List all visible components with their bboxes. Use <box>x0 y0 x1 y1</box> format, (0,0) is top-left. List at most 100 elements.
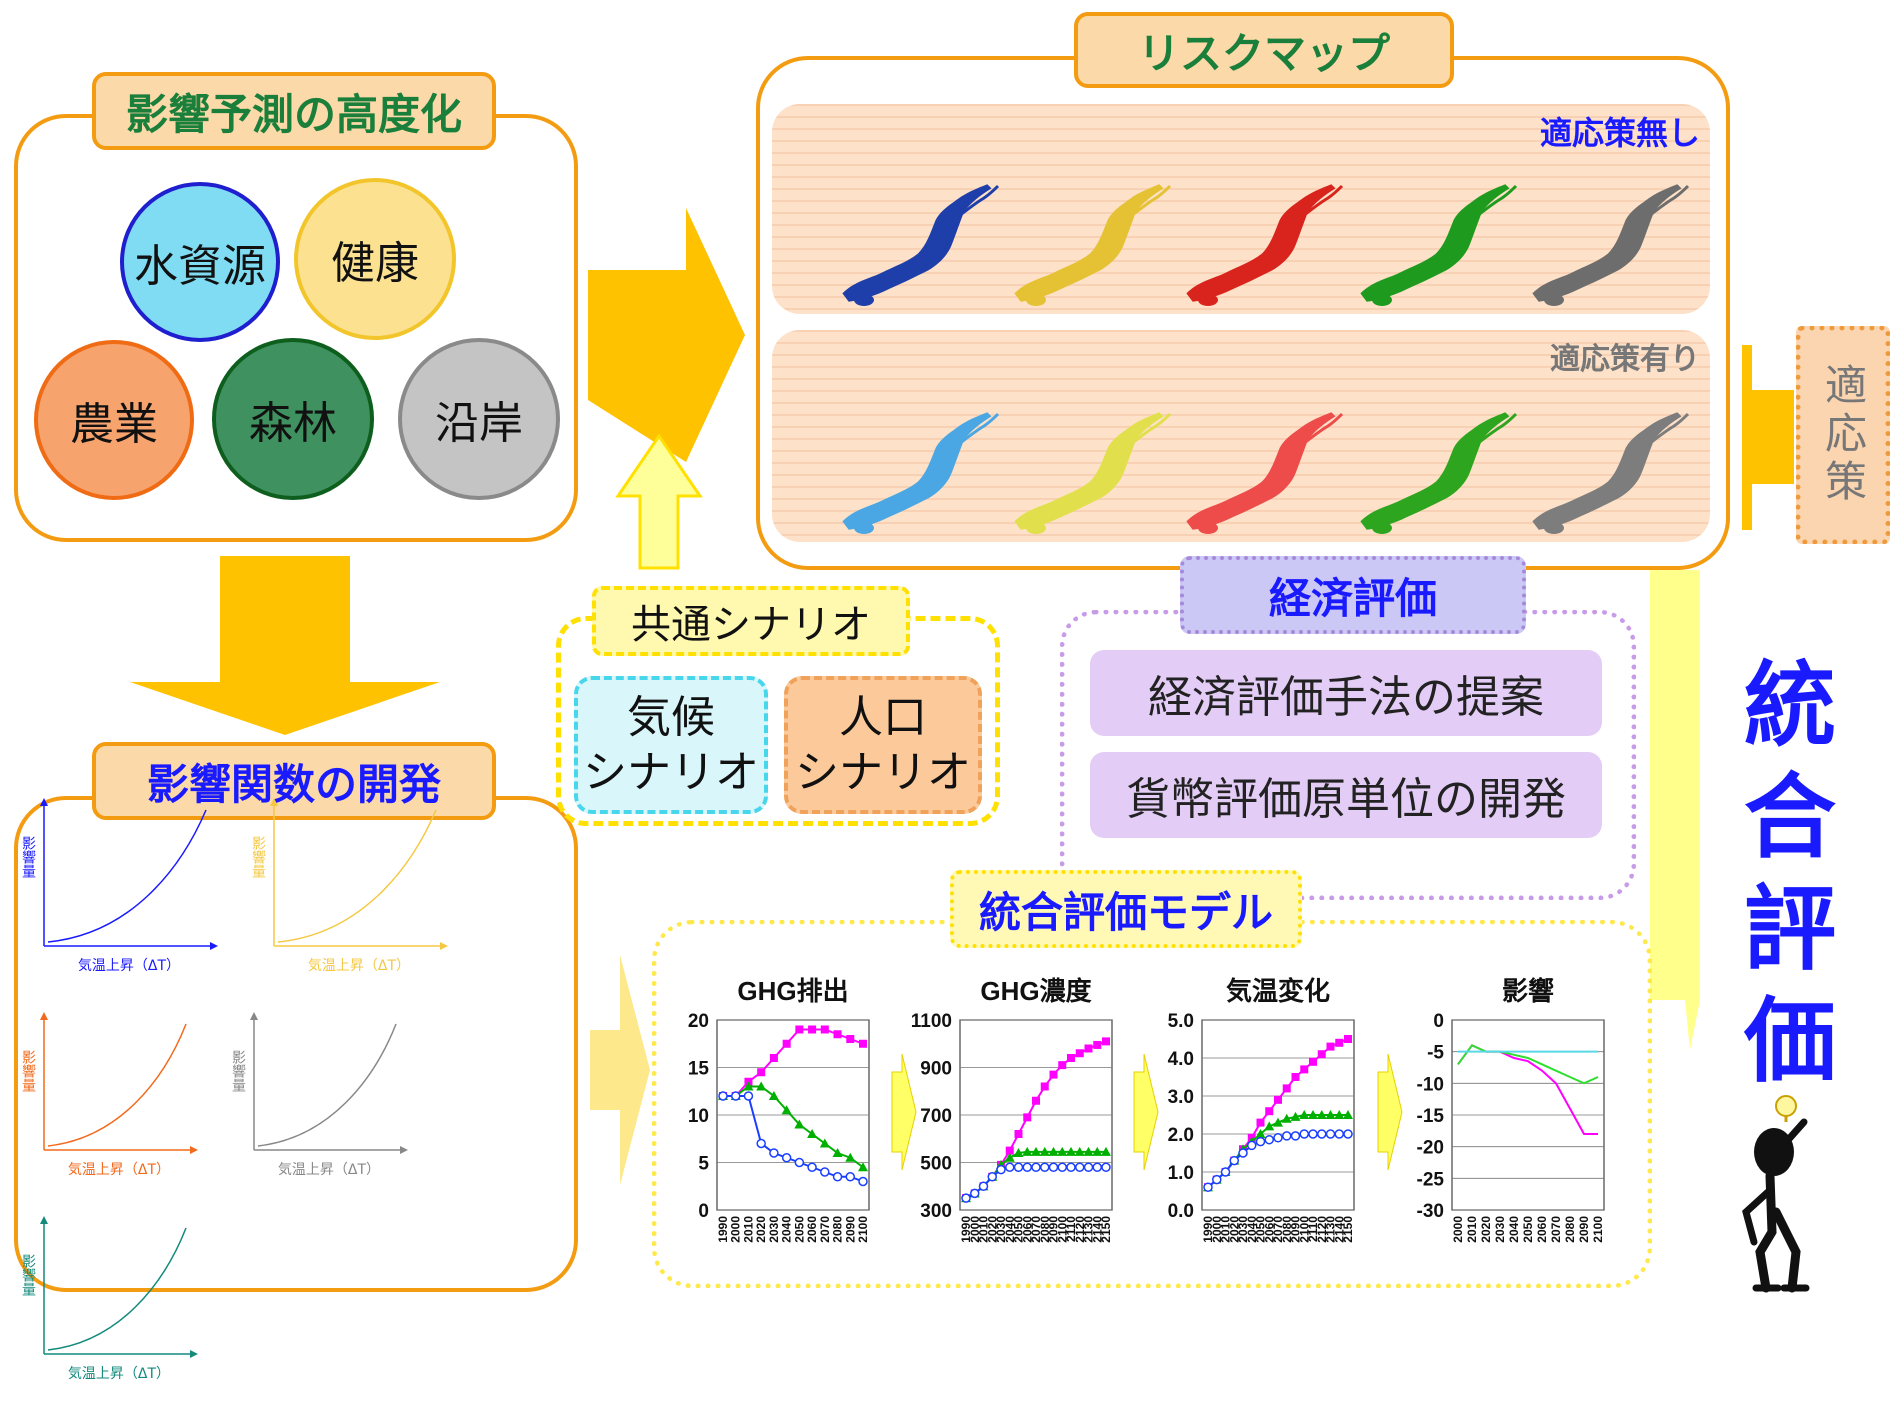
data-point <box>1013 1162 1024 1172</box>
sector-agriculture: 農業 <box>34 340 194 500</box>
model-chart-ytick: 5.0 <box>1168 1011 1194 1032</box>
impact-function-plots: 影響量気温上昇（ΔT）影響量気温上昇（ΔT）影響量気温上昇（ΔT）影響量気温上昇… <box>14 796 578 1382</box>
model-chart-xtick: 2060 <box>805 1216 819 1243</box>
model-chart-xtick: 2030 <box>994 1216 1008 1243</box>
model-chart-1: GHG排出05101520199020002010202020302040205… <box>688 976 870 1243</box>
model-chart-title: 気温変化 <box>1226 976 1330 1006</box>
data-point <box>1203 1182 1213 1192</box>
model-chart-xtick: 2000 <box>968 1216 982 1243</box>
sector-coast-label: 沿岸 <box>435 398 523 449</box>
adaptation-label: 適応策 <box>1818 363 1868 507</box>
data-point <box>1031 1146 1041 1156</box>
integrated-model-title: 統合評価モデル <box>950 870 1302 948</box>
model-chart-ytick: -15 <box>1417 1106 1445 1127</box>
data-point <box>1335 1038 1344 1047</box>
data-point <box>1067 1054 1075 1062</box>
left-arrow <box>1742 345 1794 530</box>
data-point <box>1032 1096 1040 1105</box>
sector-coast: 沿岸 <box>398 338 560 500</box>
data-point <box>743 1081 754 1091</box>
integrated-eval-char-3: 評 <box>1743 876 1836 983</box>
model-chart-xtick: 2000 <box>1210 1216 1224 1243</box>
model-chart-xtick: 2040 <box>1003 1216 1017 1243</box>
data-point <box>1101 1162 1111 1172</box>
data-point <box>1247 1140 1257 1151</box>
data-point <box>756 1081 767 1091</box>
data-point <box>970 1188 980 1199</box>
impact-function-xlabel: 気温上昇（ΔT） <box>68 1162 170 1178</box>
impact-function-ylabel: 影響量 <box>250 836 266 878</box>
model-chart-xtick: 1990 <box>959 1216 973 1243</box>
risk-map-title: リスクマップ <box>1074 12 1454 88</box>
model-chart-ytick: 3.0 <box>1168 1087 1194 1108</box>
model-chart-xtick: 1990 <box>716 1216 730 1243</box>
data-point <box>1299 1110 1310 1119</box>
data-point <box>1093 1040 1102 1049</box>
model-chart-ytick: 1.0 <box>1168 1163 1194 1184</box>
model-chart-xtick: 2130 <box>1082 1216 1096 1243</box>
model-chart-ytick: -25 <box>1417 1169 1445 1190</box>
model-chart-xtick: 2030 <box>767 1216 781 1243</box>
up-arrow <box>615 433 703 570</box>
model-chart-ytick: 4.0 <box>1168 1049 1194 1070</box>
climate-scenario-line1: 気候 <box>627 692 715 743</box>
impact-function-xlabel: 気温上昇（ΔT） <box>308 958 410 974</box>
model-chart-xtick: 2040 <box>780 1216 794 1243</box>
model-chart-xtick: 2070 <box>1029 1216 1043 1243</box>
impact-function-panel <box>14 796 578 1292</box>
model-chart-xtick: 2020 <box>985 1216 999 1243</box>
data-point <box>1212 1174 1222 1185</box>
no-adaptation-label: 適応策無し <box>1539 114 1700 152</box>
impact-function-xlabel: 気温上昇（ΔT） <box>68 1366 170 1382</box>
data-point <box>1040 1082 1049 1091</box>
chart-connector-arrow-1 <box>891 1053 917 1171</box>
model-chart-xtick: 2050 <box>792 1216 806 1243</box>
data-point <box>1273 1133 1283 1143</box>
model-chart-xtick: 2060 <box>1535 1216 1549 1243</box>
data-point <box>1101 1146 1111 1156</box>
sector-water: 水資源 <box>120 182 280 342</box>
model-chart-2: GHG濃度30050070090011001990200020102020203… <box>911 976 1113 1243</box>
data-point <box>1220 1167 1231 1177</box>
model-chart-ytick: 500 <box>920 1154 952 1175</box>
model-chart-xtick: 2100 <box>1591 1216 1605 1243</box>
data-point <box>1291 1073 1300 1081</box>
model-chart-ytick: -5 <box>1427 1043 1444 1064</box>
data-point <box>858 1162 868 1172</box>
model-chart-xtick: 2140 <box>1090 1216 1104 1243</box>
model-chart-xtick: 2070 <box>1271 1216 1285 1243</box>
sector-health-label: 健康 <box>331 238 419 289</box>
data-point <box>1290 1131 1301 1141</box>
data-point <box>1057 1162 1067 1172</box>
model-chart-xtick: 2100 <box>1297 1216 1311 1243</box>
integrated-eval-char-2: 合 <box>1743 764 1836 871</box>
model-chart-xtick: 2150 <box>1341 1216 1355 1243</box>
risk-band-with-adaptation <box>772 330 1710 542</box>
data-point <box>996 1164 1006 1175</box>
data-point <box>1238 1148 1248 1158</box>
right-arrow <box>588 208 745 462</box>
data-point <box>769 1054 778 1062</box>
data-point <box>961 1193 971 1203</box>
data-point <box>987 1172 997 1182</box>
model-chart-xtick: 2060 <box>1262 1216 1276 1243</box>
model-chart-xtick: 2020 <box>1479 1216 1493 1243</box>
thinking-person-icon <box>1742 1095 1810 1293</box>
model-chart-xtick: 2090 <box>843 1216 857 1243</box>
with-adaptation-label: 適応策有り <box>1550 342 1700 377</box>
model-chart-xtick: 2030 <box>1236 1216 1250 1243</box>
data-point <box>1057 1146 1068 1156</box>
economic-item-method: 経済評価手法の提案 <box>1090 650 1602 736</box>
sector-water-label: 水資源 <box>134 241 266 292</box>
data-point <box>1273 1117 1283 1127</box>
data-point <box>1022 1162 1032 1172</box>
sector-forest: 森林 <box>212 338 374 500</box>
model-chart-xtick: 2030 <box>1493 1216 1507 1243</box>
data-point <box>1075 1162 1085 1172</box>
model-chart-xtick: 2040 <box>1245 1216 1259 1243</box>
model-chart-xtick: 2100 <box>1055 1216 1069 1243</box>
data-point <box>1265 1107 1274 1116</box>
data-point <box>819 1138 830 1148</box>
